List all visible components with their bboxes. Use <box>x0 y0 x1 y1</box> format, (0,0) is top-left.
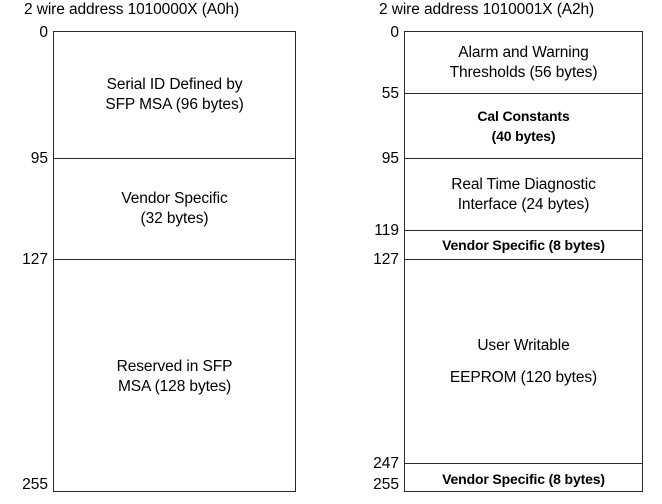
map-title-a2h: 2 wire address 1010001X (A2h) <box>379 1 595 18</box>
address-label-a2h-0: 0 <box>390 24 399 41</box>
region-serial-id-line-1: Serial ID Defined by <box>106 76 243 93</box>
address-label-a0h-255: 255 <box>22 476 48 493</box>
region-vendor-specific-32: Vendor Specific (32 bytes) <box>54 158 295 259</box>
region-real-time-diagnostic-interface-line-2: Interface (24 bytes) <box>457 195 590 213</box>
region-user-writable-eeprom-line-1: User Writable <box>477 336 570 354</box>
region-reserved-sfp-msa-line-2: MSA (128 bytes) <box>117 377 232 395</box>
region-reserved-sfp-msa-line-1: Reserved in SFP <box>116 357 233 375</box>
address-label-a2h-255: 255 <box>373 476 399 493</box>
address-label-a2h-127: 127 <box>373 251 399 268</box>
region-vendor-specific-8-upper: Vendor Specific (8 bytes) <box>405 230 642 259</box>
region-real-time-diagnostic-interface-line-1: Real Time Diagnostic <box>451 175 596 193</box>
map-title-a0h: 2 wire address 1010000X (A0h) <box>24 1 240 18</box>
region-serial-id-line-2: SFP MSA (96 bytes) <box>105 96 244 113</box>
region-cal-constants-line-2: (40 bytes) <box>491 128 556 144</box>
address-label-a0h-0: 0 <box>39 24 48 41</box>
region-cal-constants-line-1: Cal Constants <box>477 108 570 124</box>
region-alarm-warning-thresholds: Alarm and Warning Thresholds (56 bytes) <box>405 32 642 93</box>
region-vendor-specific-8-lower: Vendor Specific (8 bytes) <box>405 463 642 493</box>
address-label-a0h-95: 95 <box>30 150 48 167</box>
region-alarm-warning-thresholds-line-2: Thresholds (56 bytes) <box>449 63 598 81</box>
address-label-a2h-247: 247 <box>373 455 399 472</box>
region-real-time-diagnostic-interface: Real Time Diagnostic Interface (24 bytes… <box>405 158 642 230</box>
address-label-a2h-95: 95 <box>381 150 399 167</box>
memory-map-box-a2h: Alarm and Warning Thresholds (56 bytes) … <box>404 31 643 492</box>
address-label-a0h-127: 127 <box>22 251 48 268</box>
region-alarm-warning-thresholds-line-1: Alarm and Warning <box>458 43 589 61</box>
region-user-writable-eeprom-line-2: EEPROM (120 bytes) <box>449 368 598 386</box>
region-vendor-specific-8-upper-line-1: Vendor Specific (8 bytes) <box>442 237 605 253</box>
region-vendor-specific-8-lower-line-1: Vendor Specific (8 bytes) <box>442 470 605 487</box>
address-label-a2h-119: 119 <box>374 222 399 239</box>
region-cal-constants: Cal Constants (40 bytes) <box>405 93 642 158</box>
region-reserved-sfp-msa: Reserved in SFP MSA (128 bytes) <box>54 259 295 493</box>
region-vendor-specific-32-line-2: (32 bytes) <box>140 210 209 227</box>
region-user-writable-eeprom: User Writable EEPROM (120 bytes) <box>405 259 642 463</box>
region-serial-id: Serial ID Defined by SFP MSA (96 bytes) <box>54 32 295 158</box>
region-vendor-specific-32-line-1: Vendor Specific <box>121 190 228 207</box>
address-label-a2h-55: 55 <box>381 85 399 102</box>
memory-map-box-a0h: Serial ID Defined by SFP MSA (96 bytes) … <box>53 31 296 492</box>
